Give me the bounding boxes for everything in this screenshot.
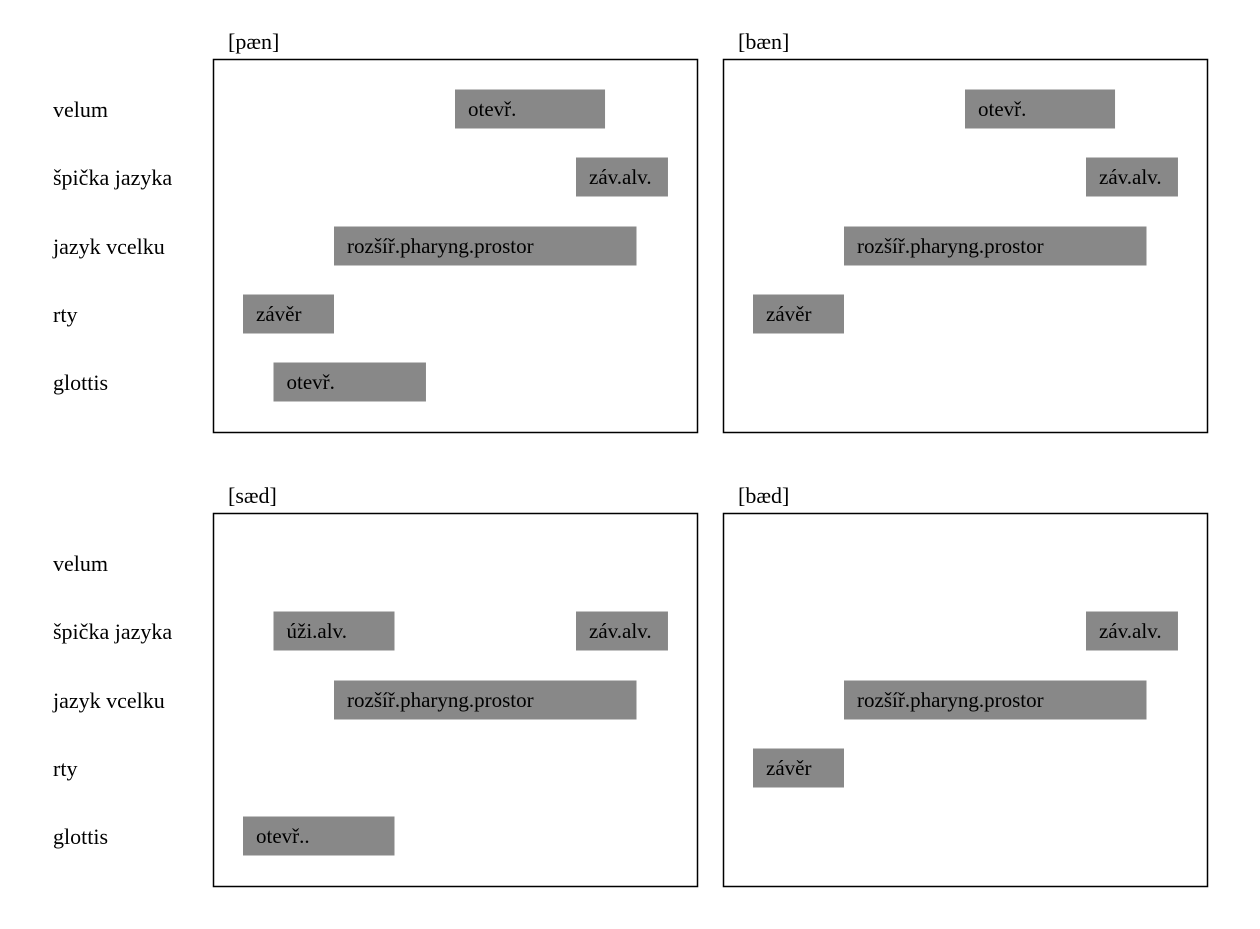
gesture-bar (753, 294, 844, 334)
gesture-label: otevř. (287, 370, 335, 394)
panels: [pæn] otevř. záv.alv. rozšíř.pharyng.prosto… (212, 29, 1209, 888)
gesture-label: otevř. (978, 97, 1026, 121)
gesture-label: závěr (766, 302, 811, 326)
gesture-bar (965, 89, 1116, 129)
tier-labels: velum špička jazyka jazyk vcelku rty glottis… (52, 97, 172, 849)
panel-frame (212, 512, 699, 888)
gesture-label: rozšíř.pharyng.prostor (347, 234, 534, 258)
tier-label: jazyk vcelku (52, 234, 165, 259)
panel-title: [pæn] (228, 29, 279, 54)
panel: [pæn] otevř. záv.alv. rozšíř.pharyng.prosto… (212, 29, 699, 434)
tier-label: velum (53, 97, 108, 122)
gesture-label: rozšíř.pharyng.prostor (857, 688, 1044, 712)
gesture-label: závěr (766, 756, 811, 780)
gesture-bar (844, 680, 1147, 720)
gesture-bar (576, 157, 668, 197)
gesture-label: závěr (256, 302, 301, 326)
tier-label: glottis (53, 370, 108, 395)
gesture-label: záv.alv. (1099, 619, 1162, 643)
tier-label: glottis (53, 824, 108, 849)
panel-title: [bæd] (738, 483, 789, 508)
panel-frame (212, 58, 699, 434)
gesture-bar (334, 226, 637, 266)
panel: [sæd] úži.alv. záv.alv. rozšíř.pharyng.pros… (212, 483, 699, 888)
gesture-label: záv.alv. (589, 165, 652, 189)
gesture-bar (753, 748, 844, 788)
gesture-bar (273, 611, 395, 651)
gesture-bar (1086, 157, 1178, 197)
panel-frame (722, 58, 1209, 434)
gesture-label: záv.alv. (1099, 165, 1162, 189)
gesture-label: rozšíř.pharyng.prostor (347, 688, 534, 712)
tier-label: špička jazyka (53, 165, 172, 190)
gesture-bar (576, 611, 668, 651)
panel: [bæn] otevř. záv.alv. rozšíř.pharyng.prosto… (722, 29, 1209, 434)
gesture-label: otevř. (468, 97, 516, 121)
tier-label: velum (53, 551, 108, 576)
gesture-bar (273, 362, 426, 402)
tier-label: jazyk vcelku (52, 688, 165, 713)
gesture-bar (243, 294, 334, 334)
gesture-bar (1086, 611, 1178, 651)
tier-label: rty (53, 756, 77, 781)
gesture-bar (455, 89, 606, 129)
tier-label: rty (53, 302, 77, 327)
tier-label: špička jazyka (53, 619, 172, 644)
gesture-bar (844, 226, 1147, 266)
panel-title: [bæn] (738, 29, 789, 54)
gesture-label: rozšíř.pharyng.prostor (857, 234, 1044, 258)
gesture-label: otevř.. (256, 824, 310, 848)
gesture-label: úži.alv. (287, 619, 347, 643)
gesture-bar (334, 680, 637, 720)
panel: [bæd] záv.alv. rozšíř.pharyng.prostor závěr (722, 483, 1209, 888)
panel-frame (722, 512, 1209, 888)
gesture-label: záv.alv. (589, 619, 652, 643)
panel-title: [sæd] (228, 483, 277, 508)
gesture-bar (243, 816, 395, 856)
